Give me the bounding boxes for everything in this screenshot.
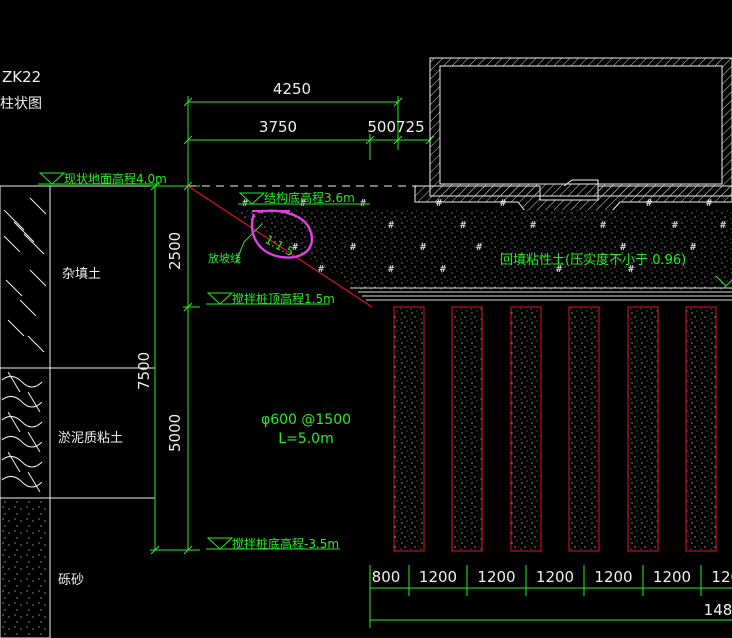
svg-text:#: # (720, 220, 726, 231)
svg-text:#: # (388, 220, 394, 231)
slope-line (187, 185, 373, 308)
top-dimensions: 4250 3750 500725 (183, 80, 435, 186)
svg-text:#: # (388, 264, 394, 275)
dim-bottom-spacing-6: 1200 (711, 568, 732, 586)
svg-text:#: # (460, 220, 466, 231)
svg-text:#: # (690, 242, 696, 253)
gravel-sand-pattern (1, 499, 49, 637)
svg-text:#: # (350, 242, 356, 253)
layer-label-gravel-sand: 砾砂 (58, 573, 84, 588)
dim-bottom-spacing-3: 1200 (536, 568, 574, 586)
layer-label-fill-soil: 杂填土 (62, 267, 101, 282)
dim-bottom-spacing-1: 1200 (419, 568, 457, 586)
svg-text:#: # (476, 242, 482, 253)
dim-left-lower: 5000 (166, 414, 184, 452)
slope-leader (235, 223, 263, 263)
svg-text:#: # (628, 264, 634, 275)
pile-top-elevation: 搅拌桩顶高程1.5m (232, 291, 335, 306)
piles (393, 306, 717, 552)
dim-bottom-first: 800 (372, 568, 401, 586)
svg-text:#: # (646, 198, 652, 209)
left-dimensions: 7500 2500 5000 (135, 181, 200, 555)
pile-4 (568, 306, 600, 552)
pile-length-label: L=5.0m (278, 431, 333, 447)
borehole-id: ZK22 (2, 68, 41, 86)
dim-bottom-spacing-2: 1200 (477, 568, 515, 586)
dim-bottom-spacing-5: 1200 (653, 568, 691, 586)
svg-text:#: # (600, 220, 606, 231)
structure (414, 57, 732, 221)
svg-text:#: # (440, 264, 446, 275)
svg-text:#: # (530, 220, 536, 231)
dim-top-small: 500725 (367, 118, 424, 136)
pile-6 (685, 306, 717, 552)
pile-spec-label: φ600 @1500 (261, 412, 351, 428)
fill-soil-hatch (3, 197, 47, 353)
backfill-label: 回填粘性土(压实度不小于 0.96) (500, 252, 686, 268)
borehole-chart-label: 柱状图 (0, 96, 42, 112)
dim-bottom-spacing-4: 1200 (594, 568, 632, 586)
svg-text:#: # (672, 220, 678, 231)
dim-top-total: 4250 (273, 80, 311, 98)
dim-left-upper: 2500 (166, 232, 184, 270)
structure-bottom-elevation: 结构底高程3.6m (264, 190, 355, 205)
layer-label-mucky-clay: 淤泥质粘土 (58, 431, 123, 446)
elevation-markers: 现状地面高程4.0m 结构底高程3.6m 搅拌桩顶高程1.5m 搅拌桩底高程-3… (38, 171, 732, 551)
dim-left-total: 7500 (135, 352, 153, 390)
svg-text:#: # (500, 198, 506, 209)
clay-wave-hatch (1, 371, 43, 493)
svg-text:#: # (292, 242, 298, 253)
slope-line-label: 放坡线 (208, 251, 241, 265)
pile-2 (451, 306, 483, 552)
dim-bottom-total: 148 (704, 601, 732, 619)
borehole-column: 杂填土 淤泥质粘土 砾砂 (0, 185, 155, 638)
bottom-dimensions: 800 148 1200 1200 1200 1200 1200 1200 (369, 565, 732, 628)
ground-elevation: 现状地面高程4.0m (64, 171, 167, 186)
svg-text:#: # (620, 242, 626, 253)
pile-bottom-elevation: 搅拌桩底高程-3.5m (232, 536, 339, 551)
pile-5 (627, 306, 659, 552)
dim-top-slope: 3750 (259, 118, 297, 136)
hand-annotation-circle (250, 209, 313, 259)
svg-text:#: # (706, 198, 712, 209)
pile-3 (510, 306, 542, 552)
svg-text:#: # (436, 198, 442, 209)
svg-text:#: # (556, 264, 562, 275)
pile-1 (393, 306, 425, 552)
backfill-zone: ####### ###### ###### ##### (230, 198, 732, 301)
svg-text:#: # (420, 242, 426, 253)
svg-text:#: # (318, 264, 324, 275)
